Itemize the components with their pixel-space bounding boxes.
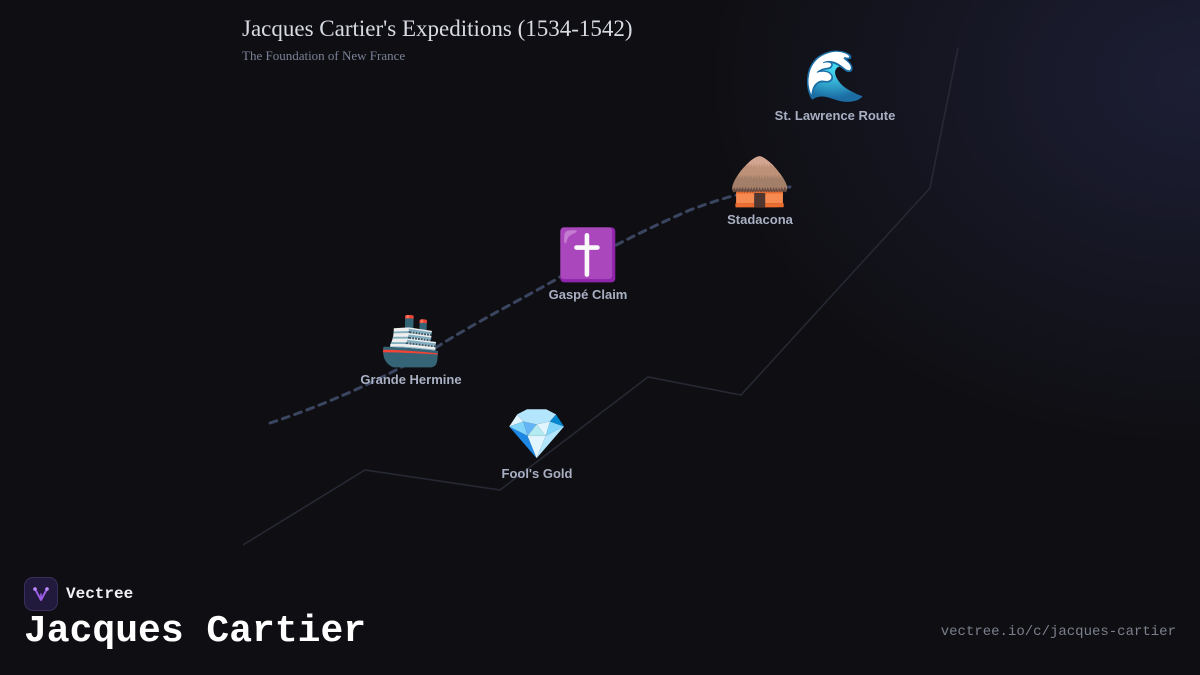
ship-icon: 🚢 (379, 311, 443, 369)
coastline-outline (242, 47, 959, 546)
node-grande-hermine[interactable]: 🚢 Grande Hermine (311, 312, 511, 387)
expedition-route (268, 185, 792, 425)
node-fools-gold[interactable]: 💎 Fool's Gold (437, 406, 637, 481)
node-stadacona[interactable]: 🛖 Stadacona (660, 152, 860, 227)
gem-icon: 💎 (505, 405, 569, 463)
brand-name: Vectree (66, 585, 134, 603)
node-label: Fool's Gold (501, 466, 573, 481)
page-url[interactable]: vectree.io/c/jacques-cartier (940, 624, 1176, 640)
wave-icon: 🌊 (803, 47, 867, 105)
hut-icon: 🛖 (728, 151, 792, 209)
node-label: Grande Hermine (360, 372, 462, 387)
node-label: Stadacona (727, 212, 793, 227)
vectree-logo-icon (24, 577, 58, 611)
latin-cross-icon: ✝️ (556, 226, 620, 284)
node-gaspe-claim[interactable]: ✝️ Gaspé Claim (488, 227, 688, 302)
node-label: Gaspé Claim (548, 287, 628, 302)
node-label: St. Lawrence Route (774, 108, 896, 123)
page-title: Jacques Cartier (24, 610, 367, 653)
diagram-title: Jacques Cartier's Expeditions (1534-1542… (242, 16, 633, 41)
diagram-subtitle: The Foundation of New France (242, 48, 406, 63)
node-st-lawrence-route[interactable]: 🌊 St. Lawrence Route (735, 48, 935, 123)
brand[interactable]: Vectree (24, 577, 133, 611)
title-block: Jacques Cartier's Expeditions (1534-1542… (242, 16, 633, 64)
